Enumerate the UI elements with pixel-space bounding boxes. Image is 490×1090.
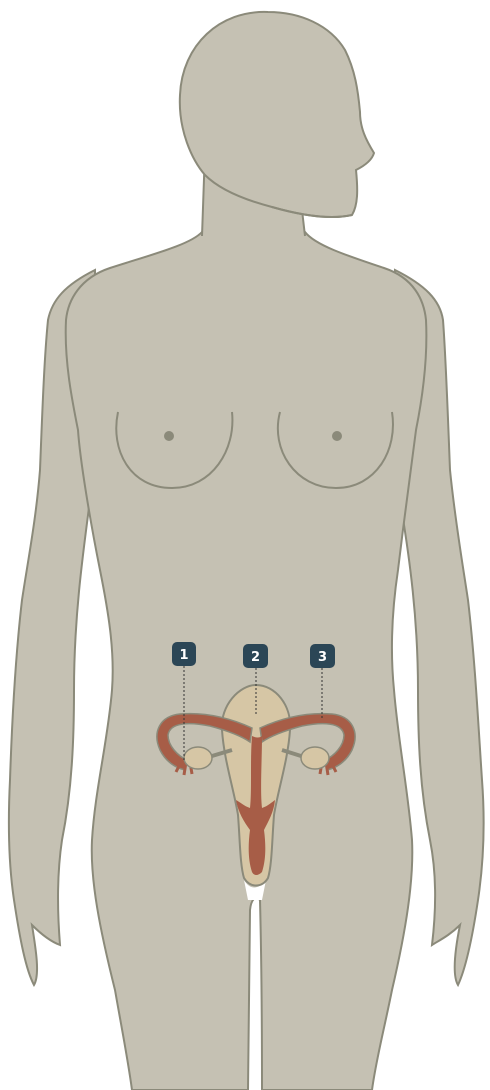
right-ovary bbox=[301, 747, 329, 769]
callout-label-3: 3 bbox=[318, 650, 327, 665]
callout-badge-1[interactable]: 1 bbox=[172, 642, 196, 666]
right-nipple bbox=[332, 431, 342, 441]
female-body-silhouette bbox=[9, 12, 484, 1090]
callout-badge-3[interactable]: 3 bbox=[310, 644, 335, 668]
left-ovary bbox=[184, 747, 212, 769]
left-nipple bbox=[164, 431, 174, 441]
callout-badge-2[interactable]: 2 bbox=[243, 644, 268, 668]
callout-label-2: 2 bbox=[251, 650, 260, 665]
callout-label-1: 1 bbox=[179, 648, 188, 663]
